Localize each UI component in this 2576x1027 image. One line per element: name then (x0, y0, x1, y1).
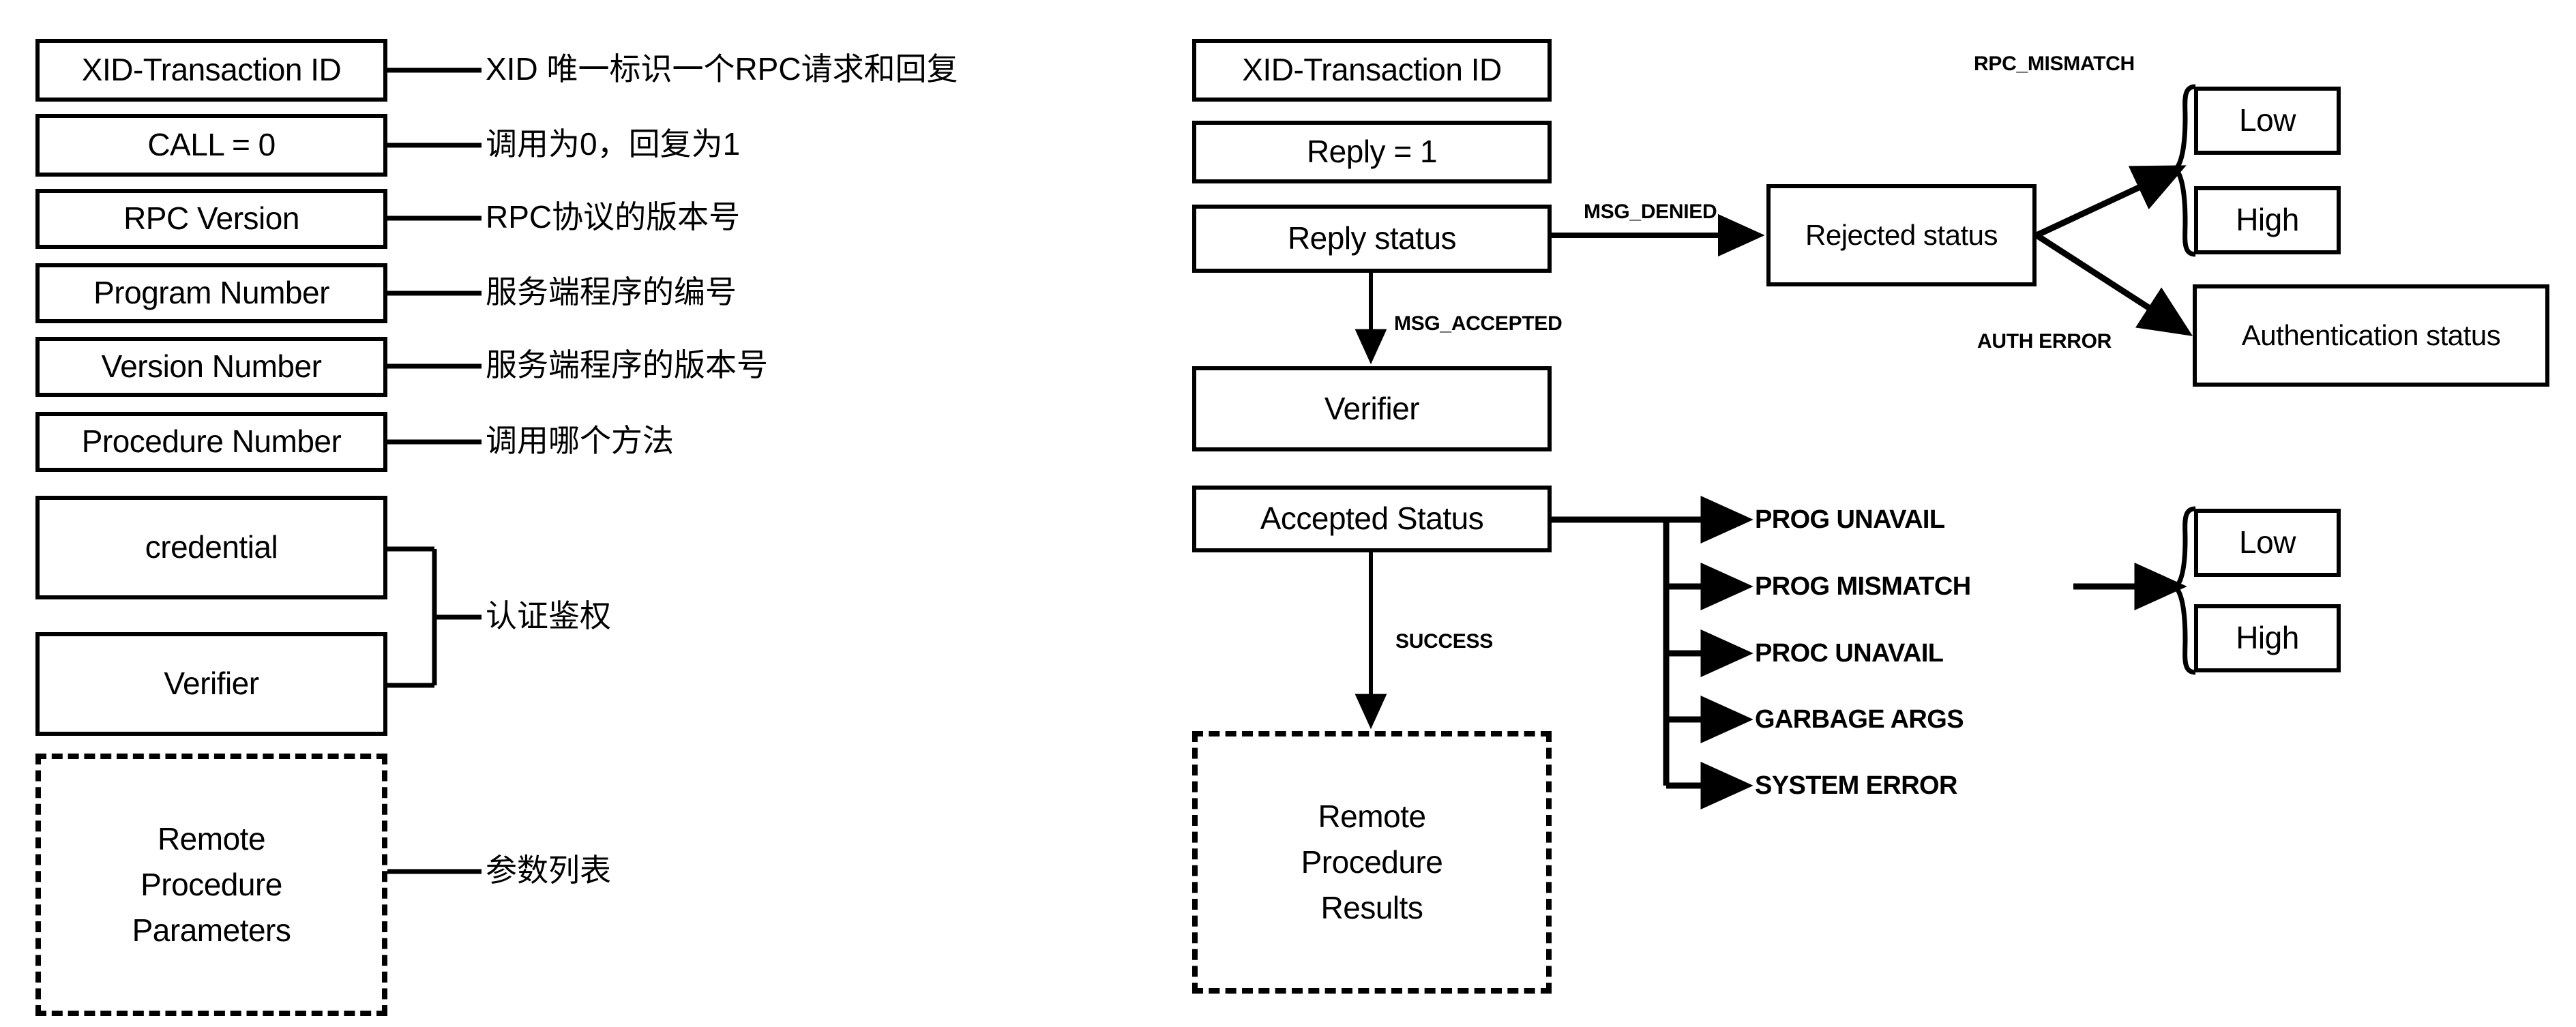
call-field-label: Verifier (164, 666, 259, 702)
reply-field-label: Accepted Status (1260, 501, 1484, 537)
call-field-label: Procedure Number (81, 423, 342, 460)
call-field-credential[interactable]: credential (35, 496, 387, 599)
accepted-error-prog-mismatch: PROG MISMATCH (1755, 572, 1971, 601)
call-field-rpc-version[interactable]: RPC Version (35, 189, 387, 249)
reply-field-xid[interactable]: XID-Transaction ID (1192, 39, 1552, 102)
call-field-label: RPC Version (123, 200, 299, 237)
annotation-rpc-version: RPC协议的版本号 (486, 199, 741, 235)
call-field-verifier[interactable]: Verifier (35, 632, 387, 736)
reply-field-reply-status[interactable]: Reply status (1192, 205, 1552, 273)
results-line-1: Remote (1318, 799, 1426, 835)
reply-field-label: XID-Transaction ID (1242, 52, 1502, 88)
call-field-xid[interactable]: XID-Transaction ID (35, 39, 387, 102)
rpc-mismatch-low-label: Low (2239, 102, 2296, 138)
edge-label-auth-error: AUTH ERROR (1977, 330, 2112, 353)
authentication-status-label: Authentication status (2241, 318, 2501, 351)
rpc-mismatch-high-label: High (2236, 202, 2299, 238)
call-field-label: Version Number (101, 348, 322, 385)
rpc-mismatch-high-node[interactable]: High (2194, 186, 2341, 254)
annotation-program-number: 服务端程序的编号 (486, 274, 737, 310)
reply-field-verifier[interactable]: Verifier (1192, 366, 1552, 451)
edge-label-success: SUCCESS (1395, 630, 1493, 653)
rejected-status-label: Rejected status (1805, 218, 1998, 251)
call-field-label: credential (145, 529, 278, 565)
edge-label-msg-denied: MSG_DENIED (1584, 200, 1717, 223)
params-line-3: Parameters (132, 912, 291, 948)
edge-auth-error (2034, 233, 2193, 336)
accepted-error-system-error: SYSTEM ERROR (1755, 771, 1957, 800)
prog-mismatch-low-label: Low (2239, 524, 2296, 561)
accepted-error-prog-unavail: PROG UNAVAIL (1755, 505, 1945, 534)
accepted-error-proc-unavail: PROC UNAVAIL (1755, 639, 1944, 668)
annotation-version-number: 服务端程序的版本号 (486, 347, 768, 383)
reply-field-label: Reply status (1287, 220, 1457, 256)
rpc-mismatch-low-node[interactable]: Low (2194, 87, 2341, 155)
brace-prog-mismatch (2172, 506, 2196, 675)
reply-field-reply[interactable]: Reply = 1 (1192, 121, 1552, 183)
annotation-xid: XID 唯一标识一个RPC请求和回复 (486, 51, 958, 87)
call-field-label: XID-Transaction ID (81, 52, 342, 88)
results-line-3: Results (1320, 889, 1423, 925)
call-field-label: Program Number (93, 275, 329, 311)
call-field-call[interactable]: CALL = 0 (35, 114, 387, 177)
annotation-auth-group: 认证鉴权 (486, 598, 611, 634)
reply-field-accepted-status[interactable]: Accepted Status (1192, 486, 1552, 552)
edge-rpc-mismatch (2035, 165, 2187, 239)
edge-label-msg-accepted: MSG_ACCEPTED (1394, 312, 1563, 335)
authentication-status-node[interactable]: Authentication status (2193, 284, 2549, 387)
call-field-label: CALL = 0 (147, 127, 276, 163)
prog-mismatch-low-node[interactable]: Low (2194, 509, 2341, 577)
prog-mismatch-high-label: High (2236, 620, 2299, 656)
rejected-status-node[interactable]: Rejected status (1766, 184, 2037, 286)
annotation-params: 参数列表 (486, 852, 611, 888)
results-line-2: Procedure (1301, 844, 1443, 880)
prog-mismatch-high-node[interactable]: High (2194, 604, 2341, 672)
call-field-remote-procedure-parameters[interactable]: Remote Procedure Parameters (35, 754, 387, 1016)
reply-field-label: Reply = 1 (1306, 134, 1438, 170)
annotation-call: 调用为0，回复为1 (486, 126, 741, 162)
call-field-program-number[interactable]: Program Number (35, 263, 387, 323)
params-line-2: Procedure (140, 867, 282, 903)
call-field-procedure-number[interactable]: Procedure Number (35, 412, 387, 472)
edge-label-rpc-mismatch: RPC_MISMATCH (1974, 53, 2135, 75)
reply-field-remote-procedure-results[interactable]: Remote Procedure Results (1192, 731, 1552, 994)
reply-field-label: Verifier (1324, 390, 1420, 426)
annotation-procedure-number: 调用哪个方法 (486, 423, 674, 458)
accepted-error-garbage-args: GARBAGE ARGS (1755, 705, 1964, 734)
call-field-version-number[interactable]: Version Number (35, 337, 387, 397)
brace-rpc-mismatch (2172, 84, 2196, 257)
params-line-1: Remote (157, 821, 266, 857)
